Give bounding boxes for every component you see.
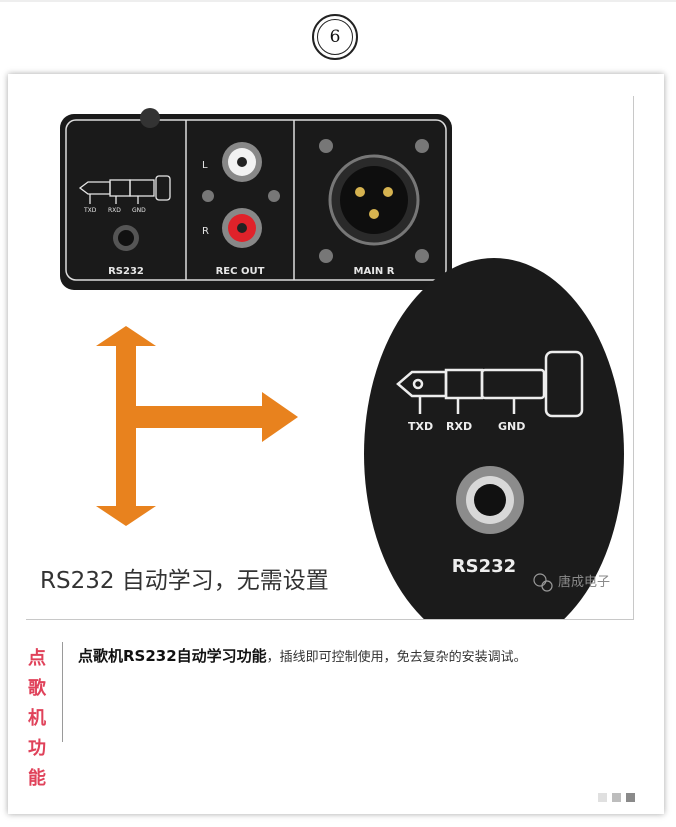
panel-rs232-label: RS232 bbox=[108, 266, 144, 277]
zoom-txd-label: TXD bbox=[408, 420, 433, 433]
top-divider bbox=[0, 0, 676, 2]
description-title: 点歌机RS232自动学习功能 bbox=[78, 647, 267, 665]
t-arrow-icon bbox=[96, 326, 298, 526]
rec-out-label: REC OUT bbox=[216, 266, 265, 277]
pager-dots bbox=[598, 787, 640, 806]
wechat-icon bbox=[533, 573, 547, 587]
side-label-char: 点 bbox=[28, 648, 46, 669]
zoom-detail: TXD RXD GND RS232 bbox=[364, 258, 624, 650]
side-label-char: 能 bbox=[28, 768, 46, 789]
vertical-divider bbox=[62, 642, 63, 742]
frame-border-bottom bbox=[26, 619, 634, 620]
pager-dot[interactable] bbox=[612, 793, 621, 802]
description-body: ，插线即可控制使用，免去复杂的安装调试。 bbox=[266, 650, 527, 665]
step-badge: 6 bbox=[312, 14, 358, 60]
watermark-text: 唐成电子 bbox=[558, 574, 610, 590]
side-label-char: 机 bbox=[28, 708, 46, 729]
small-txd-label: TXD bbox=[83, 207, 97, 214]
zoom-rs232-label: RS232 bbox=[452, 556, 516, 577]
side-label-char: 功 bbox=[28, 738, 46, 759]
main-r-label: MAIN R bbox=[354, 266, 395, 277]
step-number: 6 bbox=[317, 19, 353, 55]
channel-r-label: R bbox=[202, 226, 209, 237]
zoom-gnd-label: GND bbox=[498, 420, 525, 433]
photo-caption: RS232 自动学习，无需设置 bbox=[40, 568, 329, 594]
pager-dot[interactable] bbox=[598, 793, 607, 802]
rear-panel: TXD RXD GND RS232 L R REC OUT bbox=[60, 108, 452, 290]
description: 点歌机RS232自动学习功能，插线即可控制使用，免去复杂的安装调试。 bbox=[78, 644, 638, 670]
side-label: 点 歌 机 功 能 bbox=[24, 644, 50, 794]
product-photo: TXD RXD GND RS232 L R REC OUT bbox=[26, 96, 642, 650]
large-plug-icon bbox=[396, 350, 584, 418]
small-gnd-label: GND bbox=[132, 207, 146, 214]
frame-border-right bbox=[633, 96, 634, 620]
pager-dot[interactable] bbox=[626, 793, 635, 802]
channel-l-label: L bbox=[202, 160, 208, 171]
small-rxd-label: RXD bbox=[108, 207, 121, 214]
zoom-rxd-label: RXD bbox=[446, 420, 472, 433]
small-plug-icon bbox=[78, 175, 171, 204]
watermark: 唐成电子 bbox=[533, 573, 610, 592]
side-label-char: 歌 bbox=[28, 678, 46, 699]
